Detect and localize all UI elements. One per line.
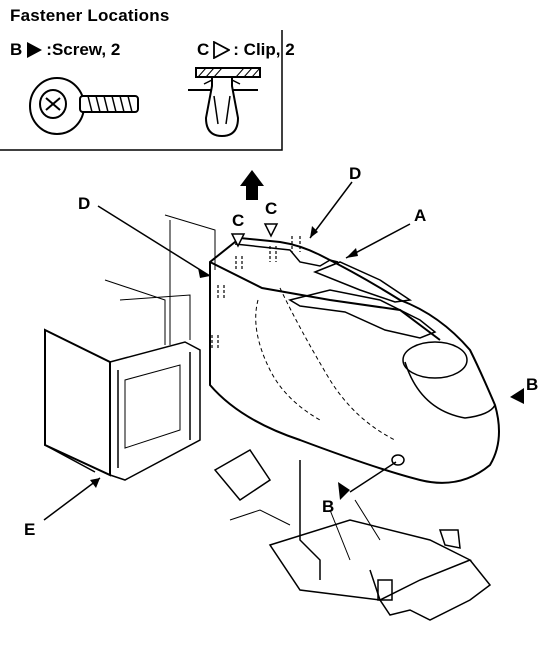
hollow-triangle-icon <box>213 41 231 59</box>
front-arrow <box>240 170 264 200</box>
callout-c-right: C <box>265 199 278 218</box>
callout-b-right: B <box>526 375 539 394</box>
leader-e <box>43 477 101 521</box>
clip-markers <box>211 236 301 350</box>
callout-d-top: D <box>349 164 362 183</box>
clip-illustration <box>188 67 261 138</box>
legend-screw-text: :Screw, 2 <box>46 40 121 59</box>
screw-marker-bottom <box>338 482 350 500</box>
legend-clip-text: : Clip, 2 <box>233 40 295 59</box>
leader-d-left-arrowhead <box>198 268 210 278</box>
legend-title: Fastener Locations <box>10 6 170 25</box>
filled-triangle-icon <box>27 42 43 58</box>
leader-a-arrowhead <box>346 248 358 258</box>
clip-marker-right <box>263 223 279 238</box>
callout-d-left: D <box>78 194 91 213</box>
console-bracket <box>44 214 216 481</box>
leader-e-arrowhead <box>90 478 100 488</box>
callout-a: A <box>414 206 427 225</box>
callout-c-left: C <box>232 211 245 230</box>
clip-marker-left <box>230 233 246 248</box>
screw-illustration <box>29 77 139 135</box>
callout-e: E <box>24 520 36 539</box>
leader-d-top-arrowhead <box>310 226 318 238</box>
leader-d-left <box>97 205 211 277</box>
floor-bracket <box>213 449 492 621</box>
leader-d-top <box>309 181 353 239</box>
legend-clip-letter: C <box>197 40 210 59</box>
center-console <box>209 236 500 484</box>
legend-clip: C : Clip, 2 <box>197 40 295 60</box>
leader-b-bottom <box>349 461 397 493</box>
legend-screw: B :Screw, 2 <box>10 40 120 60</box>
legend-frame <box>0 30 283 151</box>
callout-b-bottom: B <box>322 497 335 516</box>
screw-marker-right <box>510 388 524 404</box>
legend-screw-letter: B <box>10 40 23 59</box>
